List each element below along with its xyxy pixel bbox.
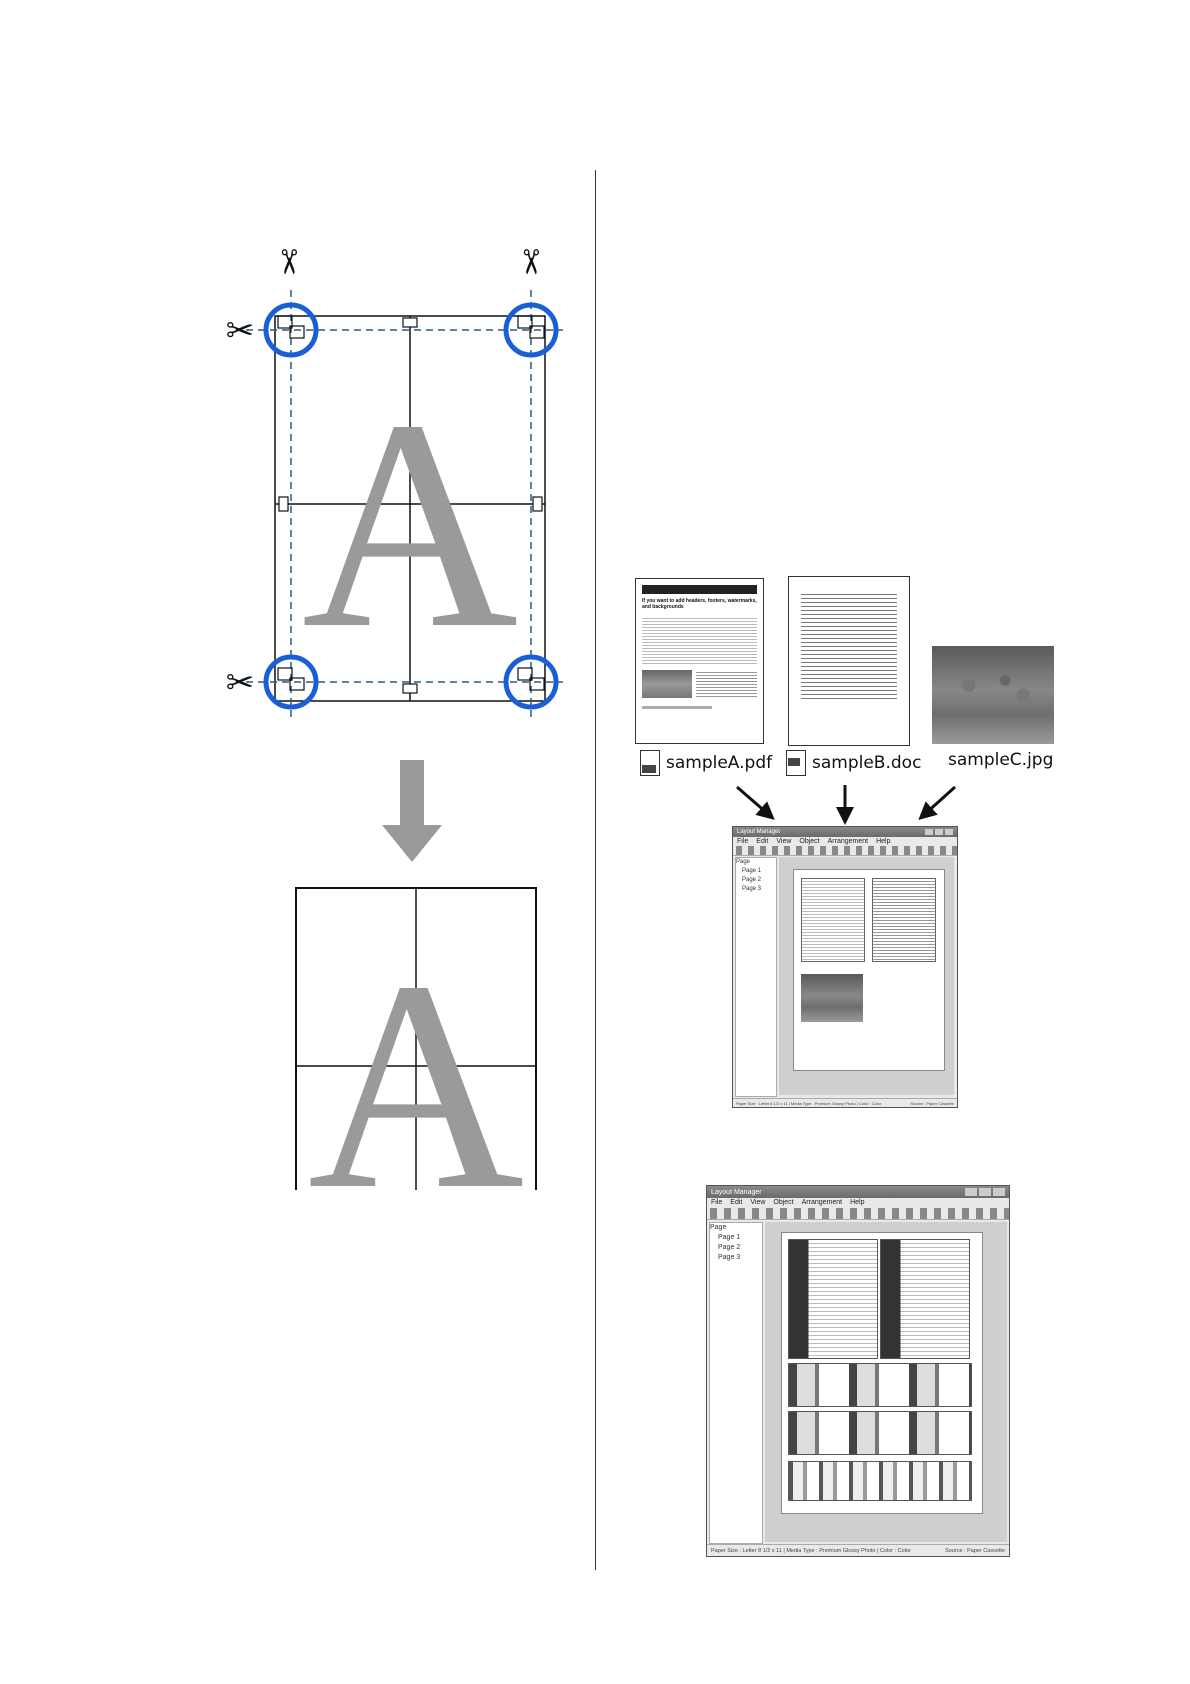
menu-bar: File Edit View Object Arrangement Help (707, 1198, 1009, 1208)
page-preview (793, 869, 945, 1071)
menu-arrangement[interactable]: Arrangement (827, 838, 869, 845)
status-bar: Paper Size : Letter 8 1/2 x 11 | Media T… (707, 1544, 1009, 1556)
file-sampleC: sampleC.jpg (948, 750, 1053, 770)
tree-item-page-1[interactable]: Page 1 (742, 868, 762, 874)
canvas-area (779, 857, 954, 1095)
file-sampleA: sampleA.pdf (640, 750, 772, 776)
tree-root: Page (710, 1224, 727, 1231)
status-bar: Paper Size : Letter 8 1/2 x 11 | Media T… (733, 1098, 957, 1107)
layout-manager-window-2: Layout Manager File Edit View Object Arrange… (706, 1185, 1010, 1557)
placed-row-1[interactable] (788, 1363, 972, 1407)
svg-text:✂: ✂ (269, 248, 306, 277)
tree-item-page-2[interactable]: Page 2 (718, 1244, 741, 1251)
window-title: Layout Manager (711, 1188, 762, 1196)
merge-arrows (736, 785, 957, 825)
corner-highlight-circles (263, 302, 559, 710)
menu-file[interactable]: File (711, 1199, 723, 1206)
toolbar[interactable] (707, 1208, 1009, 1220)
arrow-icon (736, 785, 775, 820)
menu-help[interactable]: Help (850, 1199, 865, 1206)
status-left: Paper Size : Letter 8 1/2 x 11 | Media T… (711, 1547, 911, 1554)
window-title: Layout Manager (737, 829, 781, 835)
close-icon[interactable] (945, 829, 953, 835)
poster-tiling-figure: A ✂ ✂ ✂ ✂ A (226, 248, 563, 1190)
placed-brochure-2[interactable] (880, 1239, 970, 1359)
canvas-area (765, 1222, 1007, 1542)
corner-marks (277, 315, 545, 691)
menu-object[interactable]: Object (799, 838, 820, 845)
placed-sampleB[interactable] (872, 878, 936, 962)
minimize-icon[interactable] (925, 829, 933, 835)
title-bar: Layout Manager (733, 827, 957, 837)
file-name: sampleC.jpg (948, 750, 1054, 770)
menu-view[interactable]: View (776, 838, 792, 845)
column-divider (595, 170, 596, 1570)
tree-item-page-3[interactable]: Page 3 (718, 1254, 741, 1261)
svg-text:✂: ✂ (226, 313, 255, 350)
placed-sampleA[interactable] (801, 878, 865, 962)
down-arrow-icon (382, 760, 442, 862)
menu-view[interactable]: View (750, 1199, 766, 1206)
svg-text:✂: ✂ (226, 665, 255, 702)
menu-help[interactable]: Help (876, 838, 891, 845)
menu-arrangement[interactable]: Arrangement (801, 1199, 843, 1206)
tree-item-page-3[interactable]: Page 3 (742, 886, 762, 892)
placed-row-3[interactable] (788, 1461, 972, 1501)
menu-file[interactable]: File (737, 838, 749, 845)
pdf-file-icon (640, 750, 660, 776)
menu-edit[interactable]: Edit (730, 1199, 743, 1206)
maximize-icon[interactable] (935, 829, 943, 835)
scissors-icon: ✂ ✂ ✂ ✂ (226, 248, 548, 702)
page-tree: Page Page 1 Page 2 Page 3 (709, 1222, 763, 1544)
page-tree: Page Page 1 Page 2 Page 3 (735, 857, 777, 1097)
menu-object[interactable]: Object (773, 1199, 794, 1206)
layout-manager-window-1: Layout Manager File Edit View Object Arrange… (732, 826, 958, 1108)
menu-edit[interactable]: Edit (756, 838, 769, 845)
file-name: sampleB.doc (812, 753, 922, 773)
status-right: Source : Paper Cassette (910, 1100, 954, 1106)
sampleA-thumbnail: If you want to add headers, footers, wat… (635, 578, 764, 744)
placed-brochure-1[interactable] (788, 1239, 878, 1359)
close-icon[interactable] (993, 1188, 1005, 1196)
svg-text:✂: ✂ (511, 248, 548, 277)
placed-row-2[interactable] (788, 1411, 972, 1455)
minimize-icon[interactable] (965, 1188, 977, 1196)
tree-item-page-2[interactable]: Page 2 (742, 877, 762, 883)
placed-sampleC[interactable] (801, 974, 863, 1022)
poster-letter: A (302, 358, 519, 690)
maximize-icon[interactable] (979, 1188, 991, 1196)
sampleA-heading: If you want to add headers, footers, wat… (642, 598, 757, 610)
status-left: Paper Size : Letter 8 1/2 x 11 | Media T… (736, 1100, 882, 1106)
doc-file-icon (786, 750, 806, 776)
tree-root: Page (736, 859, 751, 865)
file-name: sampleA.pdf (666, 753, 773, 773)
sampleB-thumbnail (788, 576, 910, 746)
menu-bar: File Edit View Object Arrangement Help (733, 837, 957, 846)
title-bar: Layout Manager (707, 1186, 1009, 1198)
page-preview (781, 1232, 983, 1514)
edge-marks (278, 317, 543, 694)
status-right: Source : Paper Cassette (945, 1547, 1005, 1554)
cut-lines (246, 290, 563, 722)
result-letter: A (308, 919, 525, 1190)
tree-item-page-1[interactable]: Page 1 (718, 1234, 741, 1241)
file-sampleB: sampleB.doc (786, 750, 921, 776)
toolbar[interactable] (733, 846, 957, 856)
sampleC-photo (932, 646, 1054, 744)
arrow-icon (918, 785, 957, 821)
